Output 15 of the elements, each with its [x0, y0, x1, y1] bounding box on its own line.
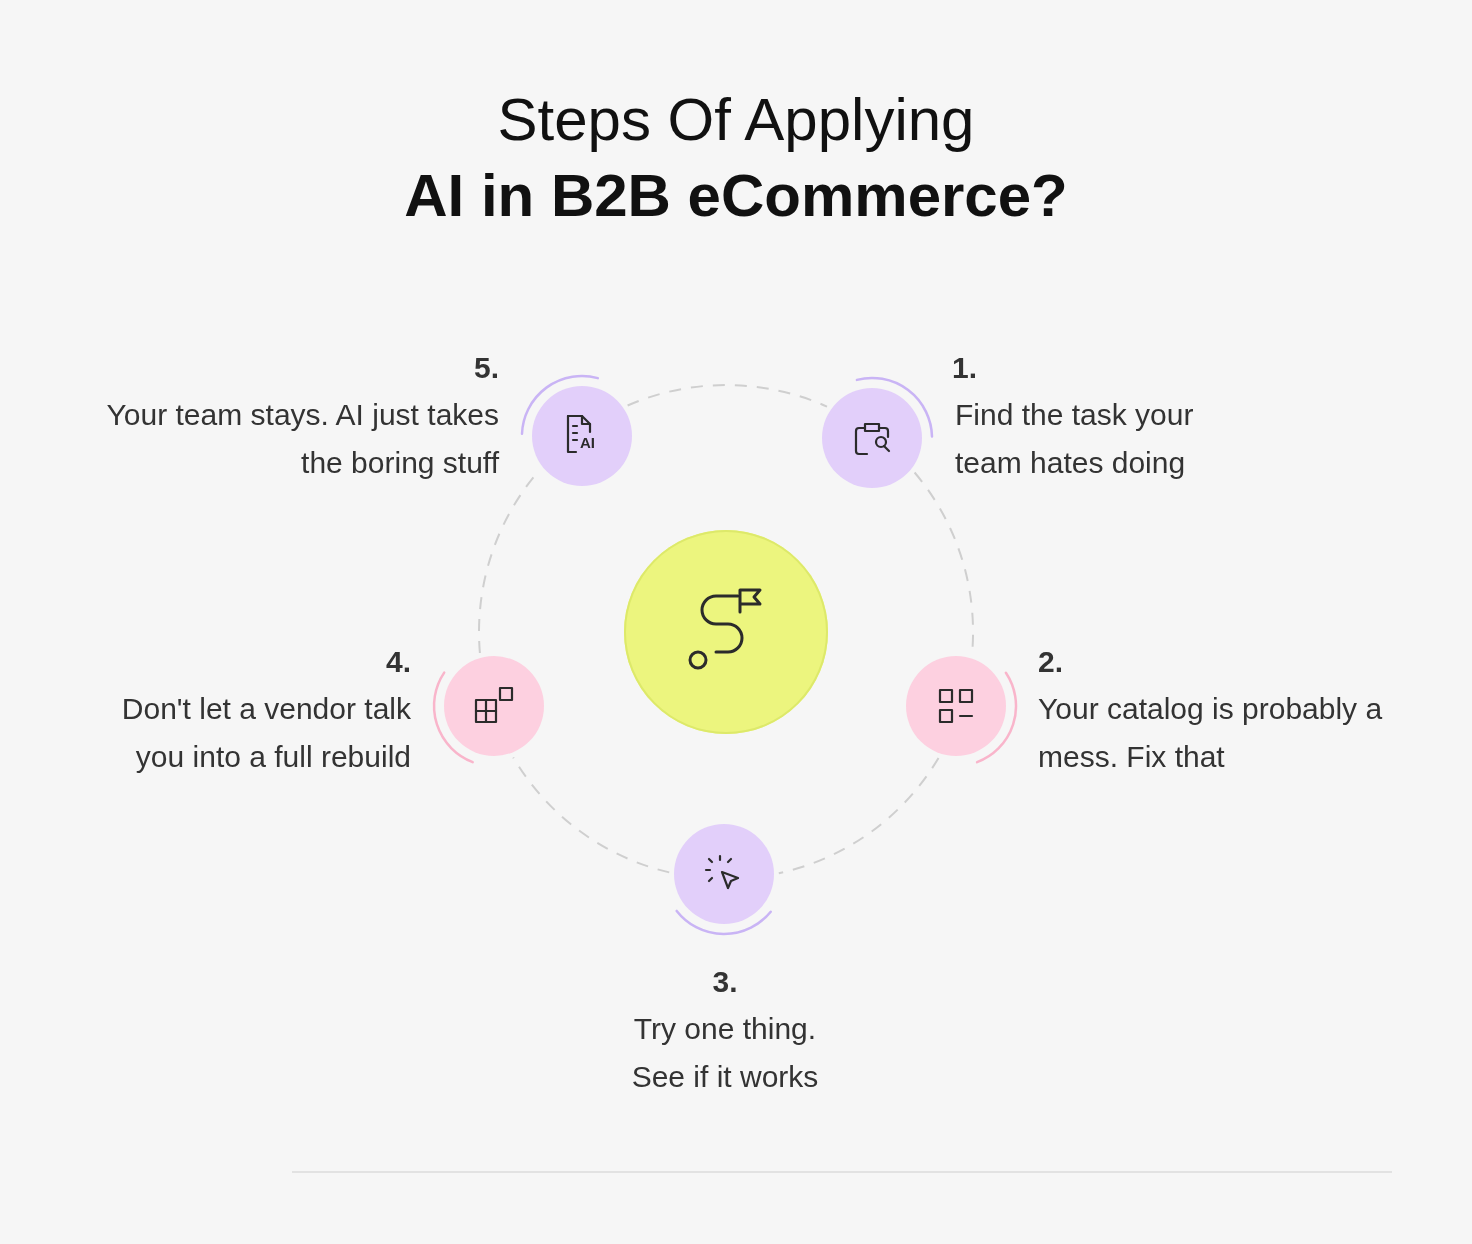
- step-text: Your team stays. AI just takes the boring stuff: [105, 397, 499, 481]
- step-text: Try one thing. See if it works: [630, 1011, 820, 1095]
- step-text: Don't let a vendor talk you into a full rebuild: [120, 691, 411, 775]
- dashed-connector: [777, 757, 940, 875]
- title: Steps Of Applying AI in B2B eCommerce?: [403, 85, 1069, 231]
- step-number: 4.: [385, 644, 411, 680]
- dashed-connector: [626, 384, 828, 408]
- icon-label: AI: [580, 435, 595, 451]
- step-text: Your catalog is probably a mess. Fix that: [1038, 691, 1384, 775]
- step-number: 2.: [1038, 644, 1064, 680]
- step-number: 1.: [952, 350, 978, 386]
- dashed-connector: [512, 756, 671, 874]
- step-number: 5.: [473, 350, 499, 386]
- step-number: 3.: [712, 964, 738, 1000]
- step-text: Find the task your team hates doing: [955, 397, 1195, 481]
